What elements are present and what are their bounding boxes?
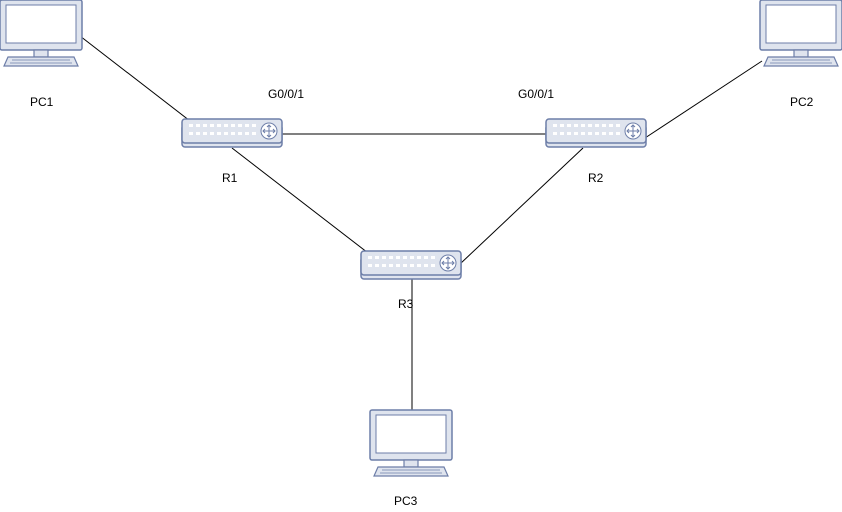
- r2-label: R2: [588, 171, 604, 185]
- r1-interface-label: G0/0/1: [268, 87, 305, 101]
- pc1-label: PC1: [30, 95, 54, 109]
- r3-label: R3: [398, 297, 414, 311]
- link-r2-r3: [459, 147, 584, 265]
- pc3-label: PC3: [394, 494, 418, 508]
- r1-router-icon[interactable]: [181, 118, 283, 148]
- pc3-computer-monitor-icon[interactable]: [369, 409, 453, 477]
- link-r1-r3: [231, 147, 373, 257]
- link-r2-pc2: [644, 60, 763, 139]
- pc2-label: PC2: [790, 95, 814, 109]
- pc2-computer-monitor-icon[interactable]: [759, 0, 842, 67]
- r1-label: R1: [222, 171, 238, 185]
- r2-interface-label: G0/0/1: [518, 87, 555, 101]
- r3-router-icon[interactable]: [360, 250, 462, 280]
- r2-router-icon[interactable]: [545, 118, 647, 148]
- pc1-computer-monitor-icon[interactable]: [0, 0, 83, 67]
- link-pc1-r1: [79, 35, 204, 132]
